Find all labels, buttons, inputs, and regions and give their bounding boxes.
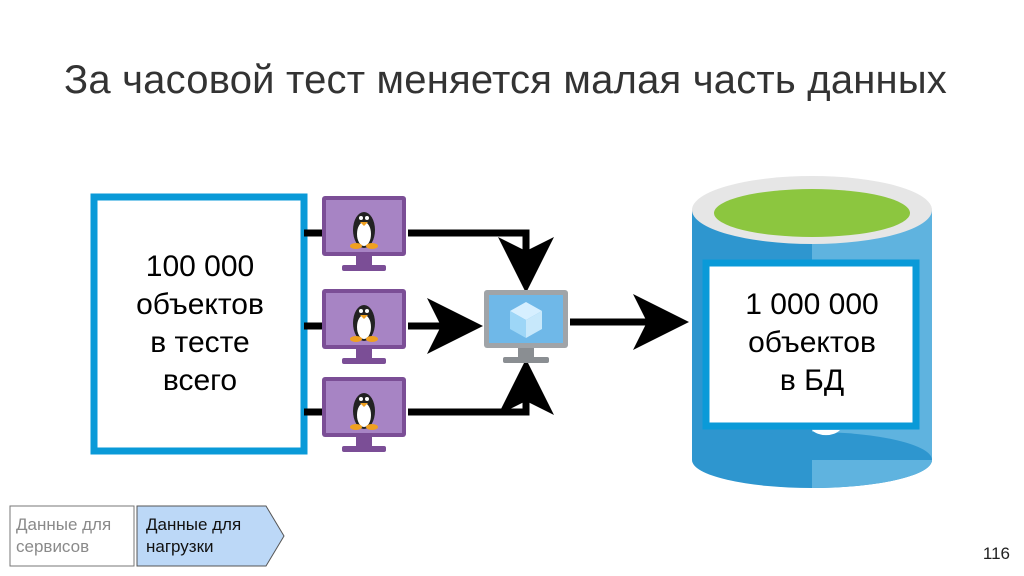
nav-step-services-shape: [9, 505, 135, 567]
nav-step-load-shape: [136, 505, 285, 567]
linux-monitor-icon: [322, 196, 406, 271]
test-objects-line: объектов: [136, 288, 264, 321]
nav-step-services-line: сервисов: [16, 537, 90, 556]
test-objects-line: всего: [162, 364, 238, 397]
nav-step-load-line: Данные для: [146, 515, 242, 534]
db-objects-line: в БД: [779, 364, 845, 397]
vm-monitor-icon: [484, 290, 568, 363]
nav-step-load[interactable]: Данные для нагрузки: [146, 508, 274, 558]
nav-step-load-line: нагрузки: [146, 537, 214, 556]
db-objects-label: 1 000 000 объектов в БД: [712, 286, 912, 400]
test-objects-frame: [90, 193, 308, 455]
db-objects-line: объектов: [748, 326, 876, 359]
test-objects-label: 100 000 объектов в тесте всего: [100, 248, 300, 400]
slide-title: За часовой тест меняется малая часть дан…: [64, 58, 947, 102]
linux-monitor-icon: [322, 289, 406, 364]
nav-step-services[interactable]: Данные для сервисов: [16, 508, 134, 558]
test-objects-line: в тесте: [150, 326, 250, 359]
page-number: 116: [982, 544, 1010, 563]
arrow-top: [408, 229, 554, 293]
db-objects-frame: [702, 259, 920, 430]
db-objects-line: 1 000 000: [745, 288, 879, 321]
linux-monitor-icon: [322, 377, 406, 452]
arrow-bottom: [408, 359, 554, 416]
test-objects-line: 100 000: [145, 250, 255, 283]
nav-step-services-line: Данные для: [16, 515, 112, 534]
